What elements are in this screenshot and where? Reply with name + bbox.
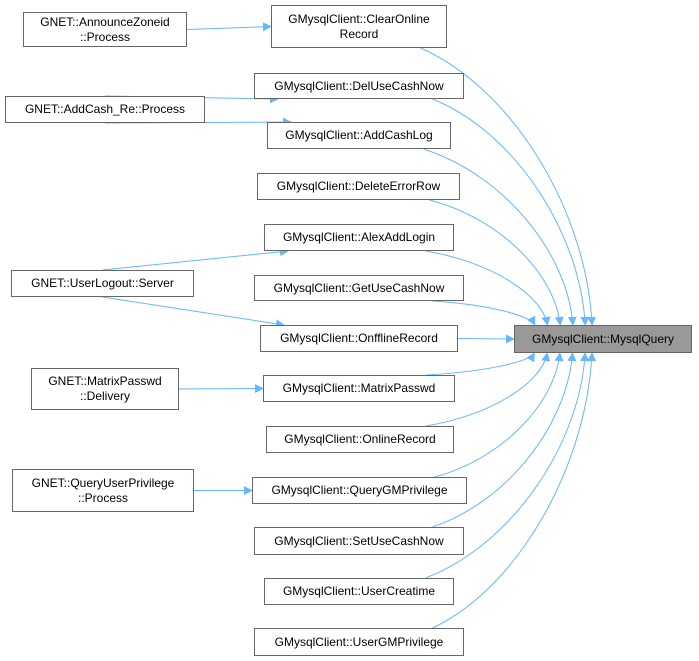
node-label: GMysqlClient::UserGMPrivilege bbox=[274, 634, 444, 649]
node-label-line2: ::Process bbox=[79, 29, 130, 44]
node-label-line2: Record bbox=[339, 26, 379, 41]
edge-alex_add_login-to-mysql_query bbox=[425, 250, 551, 326]
node-announce-zoneid-process[interactable]: GNET::AnnounceZoneid ::Process bbox=[23, 12, 187, 47]
node-label: GMysqlClient::OnfflineRecord bbox=[280, 331, 438, 345]
node-label: GMysqlClient::AddCashLog bbox=[285, 128, 433, 142]
node-mysql-query[interactable]: GMysqlClient::MysqlQuery bbox=[514, 325, 692, 353]
node-online-record[interactable]: GMysqlClient::OnlineRecord bbox=[266, 426, 454, 453]
node-user-logout-server[interactable]: GNET::UserLogout::Server bbox=[11, 270, 194, 297]
node-label: GMysqlClient::AlexAddLogin bbox=[282, 230, 436, 244]
node-add-cash-log[interactable]: GMysqlClient::AddCashLog bbox=[267, 122, 451, 149]
node-clear-online-record[interactable]: GMysqlClient::ClearOnline Record bbox=[271, 5, 447, 48]
edge-matrix_passwd-to-mysql_query bbox=[426, 352, 535, 376]
node-matrix-passwd[interactable]: GMysqlClient::MatrixPasswd bbox=[263, 375, 455, 402]
node-label: GMysqlClient::MysqlQuery bbox=[531, 331, 675, 346]
node-label: GMysqlClient::DeleteErrorRow bbox=[276, 179, 441, 193]
edge-set_use_cash_now-to-mysql_query bbox=[432, 352, 577, 528]
node-label-line2: ::Process bbox=[77, 490, 128, 505]
node-del-use-cash-now[interactable]: GMysqlClient::DelUseCashNow bbox=[254, 73, 464, 99]
node-user-creatime[interactable]: GMysqlClient::UserCreatime bbox=[264, 578, 454, 605]
node-get-use-cash-now[interactable]: GMysqlClient::GetUseCashNow bbox=[254, 275, 464, 301]
edge-user_logout-to-offline_record bbox=[102, 296, 285, 329]
node-label: GMysqlClient::SetUseCashNow bbox=[274, 533, 444, 548]
node-delete-error-row[interactable]: GMysqlClient::DeleteErrorRow bbox=[257, 173, 460, 200]
node-label-line1: GMysqlClient::ClearOnline bbox=[288, 11, 430, 26]
edge-clear_online_record-to-mysql_query bbox=[420, 47, 597, 326]
edge-online_record-to-mysql_query bbox=[425, 352, 551, 427]
node-offline-record[interactable]: GMysqlClient::OnfflineRecord bbox=[260, 325, 458, 352]
edge-get_use_cash_now-to-mysql_query bbox=[432, 300, 536, 326]
node-label-line2: ::Delivery bbox=[79, 389, 130, 403]
node-alex-add-login[interactable]: GMysqlClient::AlexAddLogin bbox=[264, 224, 454, 251]
node-label: GMysqlClient::GetUseCashNow bbox=[273, 280, 445, 295]
node-label-line1: GNET::QueryUserPrivilege bbox=[31, 475, 175, 490]
node-label: GMysqlClient::MatrixPasswd bbox=[282, 381, 436, 395]
edge-add_cash_log-to-mysql_query bbox=[423, 148, 577, 326]
node-user-gm-privilege[interactable]: GMysqlClient::UserGMPrivilege bbox=[254, 628, 464, 656]
edge-announce_zoneid-to-clear_online_record bbox=[186, 22, 272, 32]
node-matrix-passwd-delivery[interactable]: GNET::MatrixPasswd ::Delivery bbox=[31, 368, 179, 410]
node-label-line1: GNET::MatrixPasswd bbox=[48, 374, 162, 388]
node-query-user-privilege-process[interactable]: GNET::QueryUserPrivilege ::Process bbox=[12, 469, 194, 512]
edge-query_gm_privilege-to-mysql_query bbox=[434, 352, 564, 478]
edge-matrix_passwd_delivery-to-matrix_passwd bbox=[178, 384, 264, 394]
node-label: GNET::UserLogout::Server bbox=[31, 276, 174, 290]
node-label: GMysqlClient::UserCreatime bbox=[282, 584, 436, 598]
node-label: GMysqlClient::QueryGMPrivilege bbox=[271, 483, 448, 497]
node-label-line1: GNET::AnnounceZoneid bbox=[40, 14, 170, 29]
edge-user_gm_privilege-to-mysql_query bbox=[432, 352, 597, 629]
node-add-cash-re-process[interactable]: GNET::AddCash_Re::Process bbox=[5, 96, 205, 123]
edge-offline_record-to-mysql_query bbox=[457, 334, 515, 344]
node-label: GMysqlClient::DelUseCashNow bbox=[274, 78, 444, 93]
node-label: GNET::AddCash_Re::Process bbox=[24, 102, 186, 116]
node-set-use-cash-now[interactable]: GMysqlClient::SetUseCashNow bbox=[254, 527, 464, 555]
edge-user_creatime-to-mysql_query bbox=[425, 352, 590, 579]
edge-del_use_cash_now-to-mysql_query bbox=[432, 98, 590, 326]
edge-delete_error_row-to-mysql_query bbox=[429, 199, 564, 326]
edge-user_logout-to-alex_add_login bbox=[102, 247, 289, 271]
node-query-gm-privilege[interactable]: GMysqlClient::QueryGMPrivilege bbox=[252, 477, 467, 504]
node-label: GMysqlClient::OnlineRecord bbox=[284, 432, 436, 446]
